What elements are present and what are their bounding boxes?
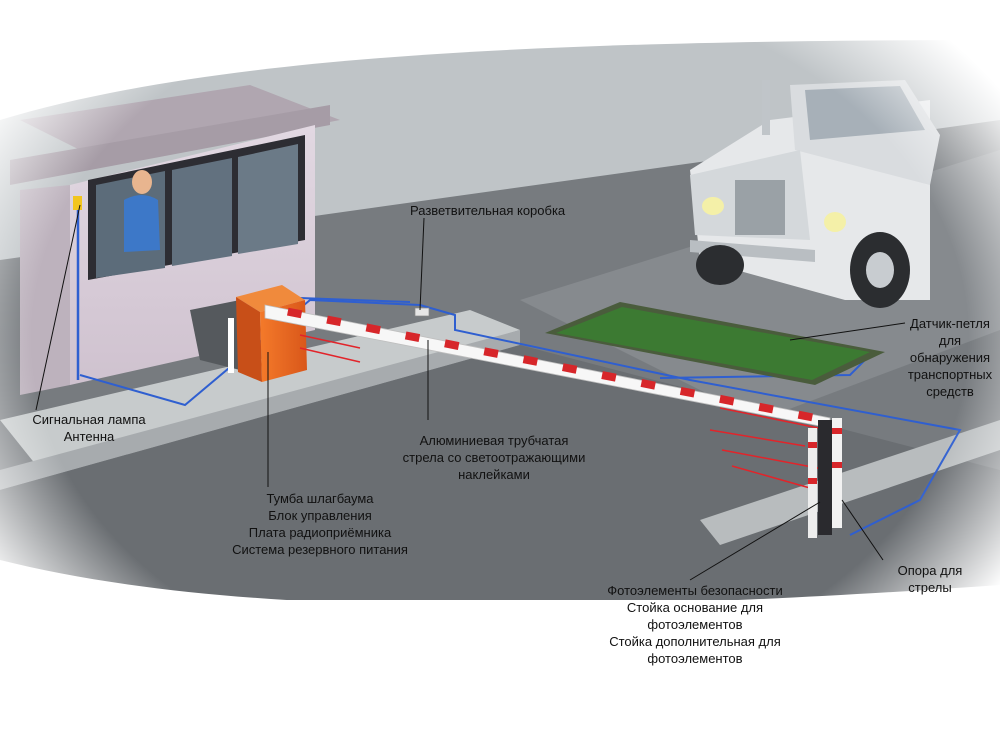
bottom-white-area [0, 600, 1000, 750]
label-junction-box: Разветвительная коробка [410, 202, 565, 219]
label-barrier-cabinet: Тумба шлагбаума Блок управления Плата ра… [205, 490, 435, 558]
label-signal-lamp: Сигнальная лампа Антенна [24, 411, 154, 445]
label-boom-arm: Алюминиевая трубчатая стрела со светоотр… [364, 432, 624, 483]
label-photocells: Фотоэлементы безопасности Стойка основан… [575, 582, 815, 667]
label-loop-sensor: Датчик-петля для обнаружения транспортны… [900, 315, 1000, 400]
label-boom-support: Опора для стрелы [880, 562, 980, 596]
